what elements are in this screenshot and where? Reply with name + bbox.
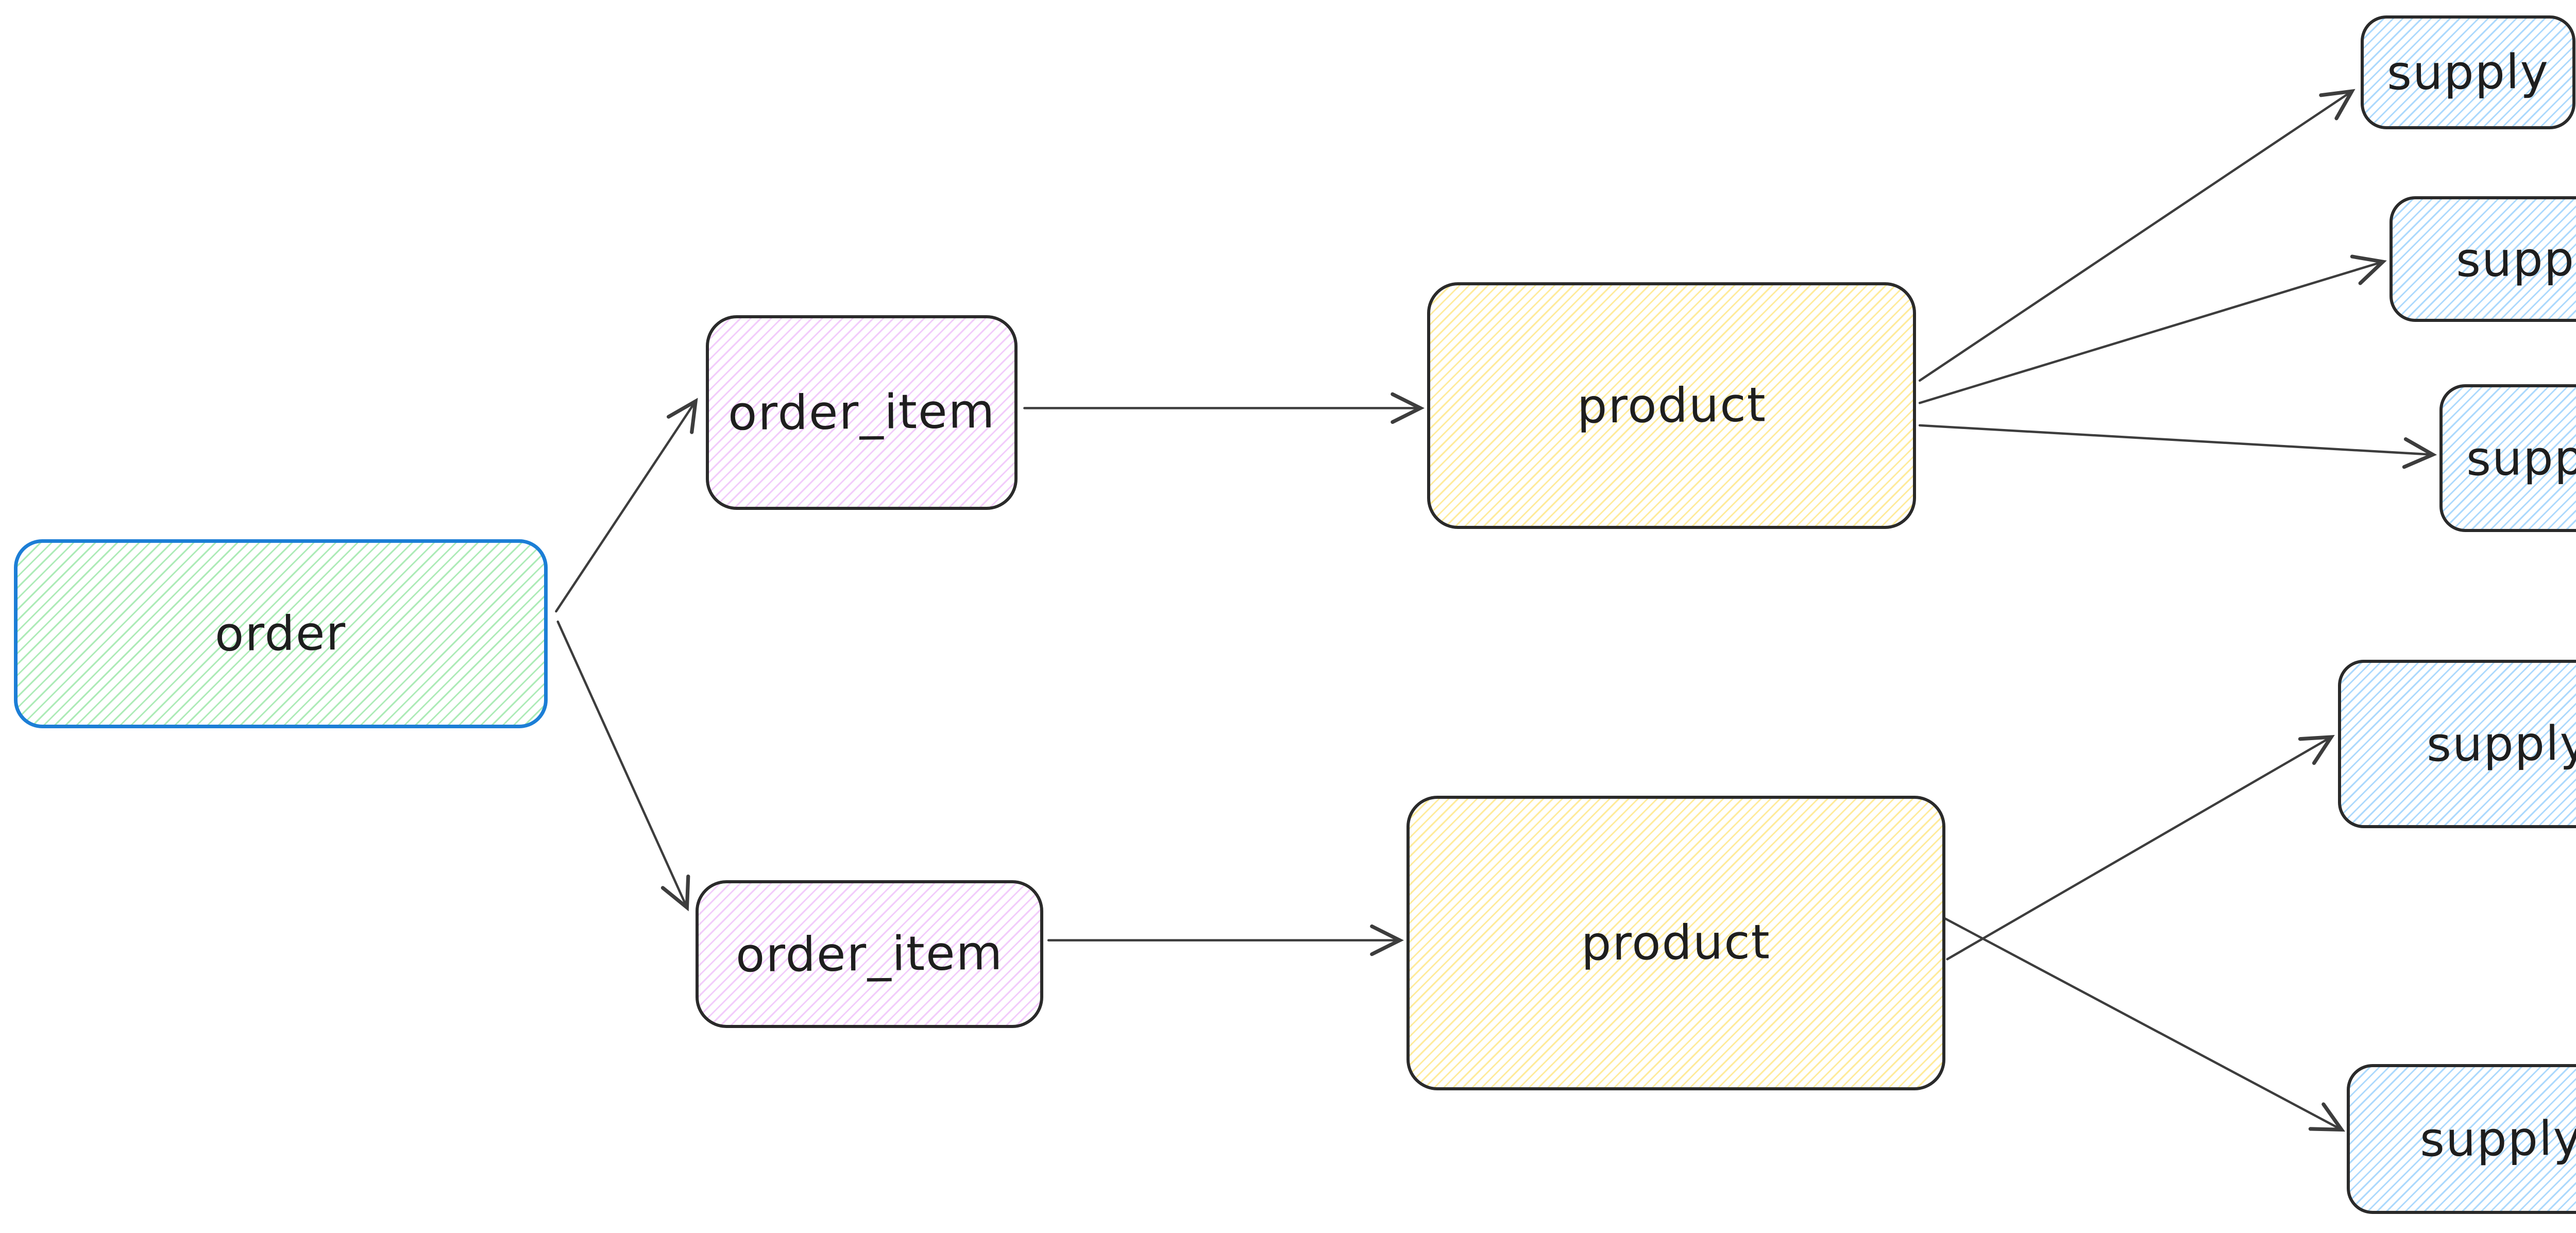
edge-order-to-order-item-bottom[interactable] [556,620,690,912]
edge-product-bottom-to-supply-bottom-1[interactable] [1946,735,2335,961]
node-supply-bottom-2[interactable]: supply [2347,1064,2576,1214]
node-supply-top-3-label: supply [2466,430,2576,487]
node-supply-bottom-1-label: supply [2426,715,2576,773]
node-order[interactable]: order [13,539,548,729]
node-supply-top-2-label: supply [2455,231,2576,288]
node-supply-top-2[interactable]: supply [2389,196,2576,322]
node-product-bottom[interactable]: product [1406,795,1945,1090]
edge-product-top-to-supply-top-3[interactable] [1918,424,2437,469]
node-order-item-bottom-label: order_item [735,925,1004,983]
edge-product-bottom-to-supply-bottom-2[interactable] [1942,916,2346,1132]
edge-order-to-order-item-top[interactable] [555,398,698,613]
node-supply-bottom-1[interactable]: supply [2338,659,2576,829]
node-supply-top-1[interactable]: supply [2360,15,2576,129]
node-product-top[interactable]: product [1427,282,1917,529]
node-supply-top-1-label: supply [2386,44,2550,101]
node-order-item-top-label: order_item [727,384,996,441]
edge-product-top-to-supply-top-1[interactable] [1918,89,2355,382]
node-order-item-bottom[interactable]: order_item [696,880,1044,1029]
node-order-item-top[interactable]: order_item [706,315,1018,510]
node-order-label: order [214,605,347,662]
node-supply-bottom-2-label: supply [2419,1110,2576,1168]
edge-product-top-to-supply-top-2[interactable] [1918,254,2387,404]
node-supply-top-3[interactable]: supply [2439,384,2576,533]
node-product-bottom-label: product [1581,914,1771,971]
node-product-top-label: product [1577,377,1767,434]
